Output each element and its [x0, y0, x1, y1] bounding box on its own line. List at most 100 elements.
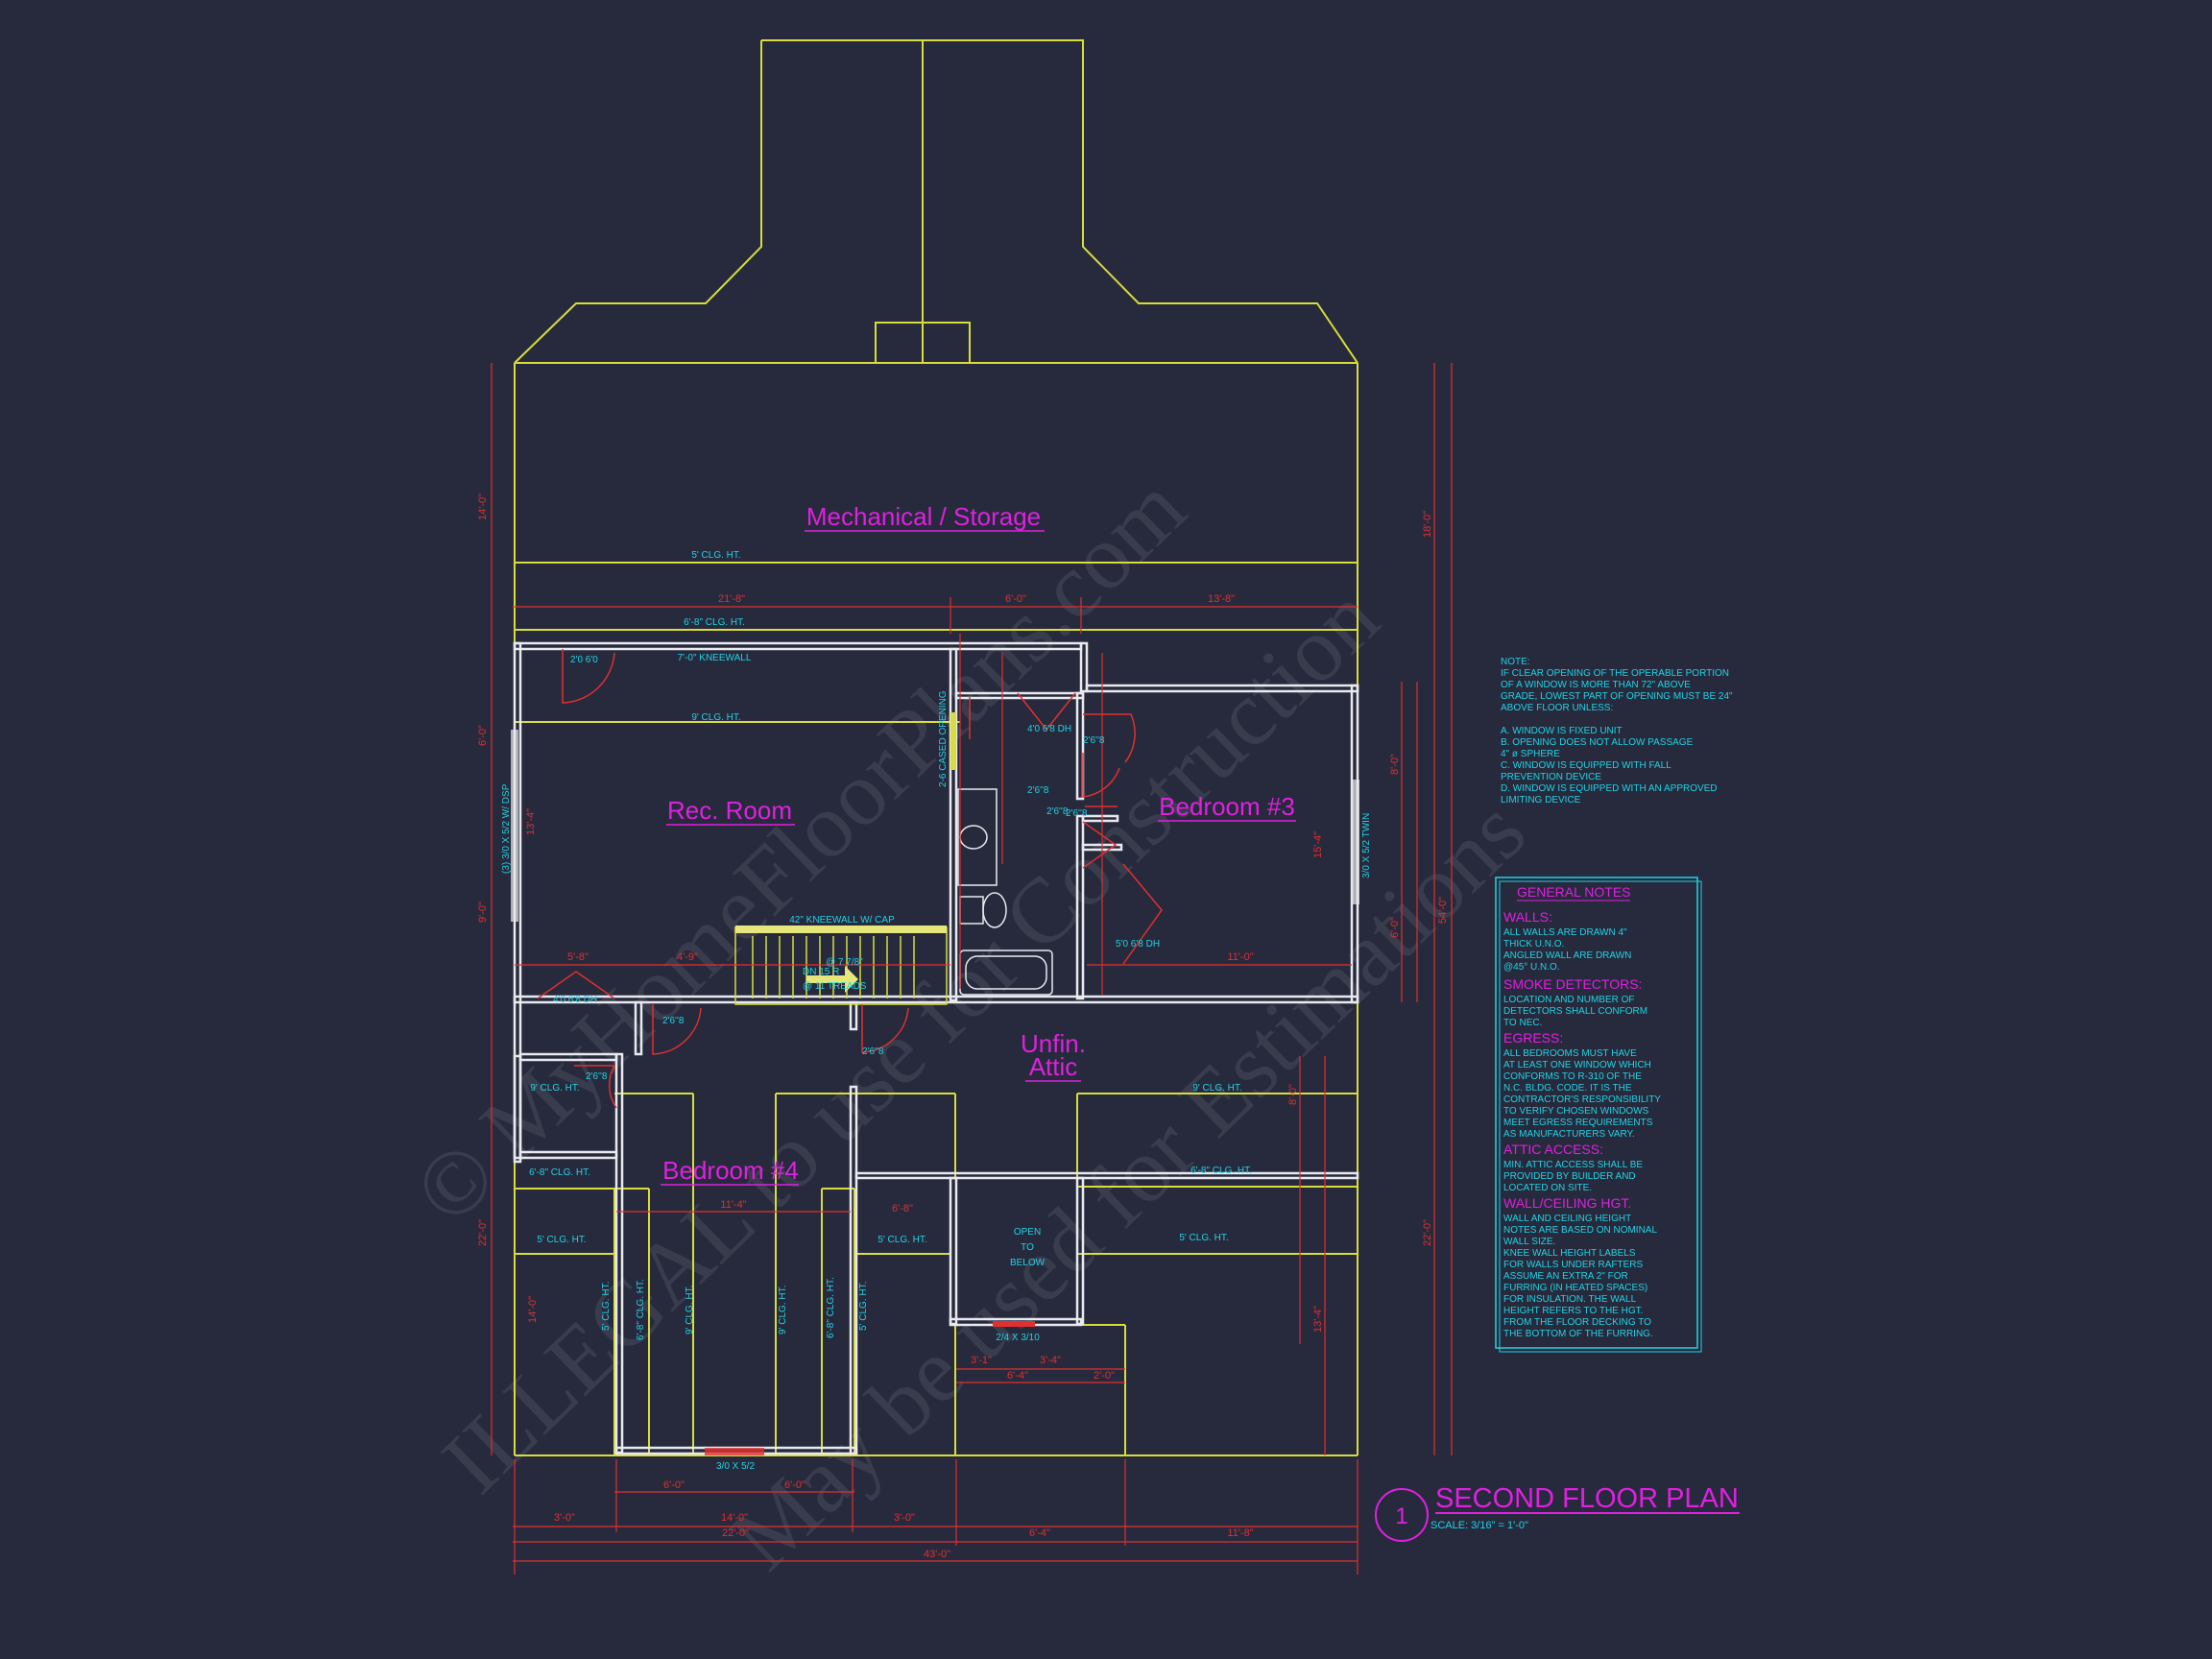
gn-line: WALL SIZE. [1503, 1237, 1555, 1247]
label-dh-46-b: 4'0 6'8 DH [1027, 724, 1071, 734]
gn-line: N.C. BLDG. CODE. IT IS THE [1503, 1083, 1632, 1094]
dim-bottom2-a: 22'-0" [722, 1527, 749, 1539]
label-door-20: 2'0 6'0 [570, 655, 598, 665]
note-title: NOTE: [1501, 657, 1530, 667]
room-rec-room: Rec. Room [667, 796, 792, 825]
note-line: OF A WINDOW IS MORE THAN 72" ABOVE [1501, 680, 1691, 690]
gn-line: THE BOTTOM OF THE FURRING. [1503, 1329, 1653, 1339]
dim-right-c: 54'-0" [1437, 897, 1449, 924]
room-labels: Mechanical / Storage Rec. Room Bedroom #… [661, 502, 1296, 1186]
gn-line: TO VERIFY CHOSEN WINDOWS [1503, 1106, 1649, 1117]
dim-bed4-w: 11'-4" [720, 1199, 746, 1211]
stair-arrow [806, 966, 858, 993]
window-open-below [993, 1321, 1035, 1327]
drawing-scale: SCALE: 3/16" = 1'-0" [1431, 1520, 1528, 1531]
label-door-26-b: 2'6''8 [1027, 785, 1049, 796]
doors [537, 649, 1163, 1109]
dim-bottom1-a: 3'-0" [554, 1512, 575, 1524]
note-line: D. WINDOW IS EQUIPPED WITH AN APPROVED [1501, 783, 1718, 794]
dim-open-c: 6'-4" [1007, 1370, 1028, 1382]
label-door-26-f: 2'6''8 [586, 1071, 608, 1082]
note-line: LIMITING DEVICE [1501, 795, 1581, 805]
dim-left-d: 22'-0" [477, 1219, 489, 1246]
label-v-68-clg-b: 6'-8" CLG. HT. [826, 1277, 836, 1338]
note-line: C. WINDOW IS EQUIPPED WITH FALL [1501, 760, 1671, 771]
room-mechanical-storage: Mechanical / Storage [806, 502, 1041, 531]
dim-left-e: 14'-0" [527, 1296, 539, 1323]
room-bedroom-4: Bedroom #4 [662, 1156, 799, 1185]
label-window-open-below: 2/4 X 3/10 [996, 1333, 1040, 1343]
label-door-26-e: 2'6''8 [862, 1046, 884, 1057]
label-door-26-g: 2'6''8 [1046, 806, 1069, 817]
gn-line: HEIGHT REFERS TO THE HGT. [1503, 1306, 1643, 1316]
gn-line: @45° U.N.O. [1503, 962, 1560, 973]
label-kneewall-42: 42" KNEEWALL W/ CAP [789, 915, 895, 926]
gn-line: DETECTORS SHALL CONFORM [1503, 1006, 1647, 1017]
vanity [957, 788, 998, 886]
room-unfinished-attic-line2: Attic [1029, 1052, 1078, 1081]
note-block: NOTE: IF CLEAR OPENING OF THE OPERABLE P… [1501, 657, 1733, 805]
dim-top-a: 21'-8" [718, 593, 745, 605]
gn-line: AT LEAST ONE WINDOW WHICH [1503, 1060, 1651, 1070]
note-line: ABOVE FLOOR UNLESS: [1501, 703, 1613, 713]
label-kneewall-7: 7'-0" KNEEWALL [678, 653, 752, 663]
kneewall-cap [735, 926, 947, 933]
plan-annotations: 5' CLG. HT. 6'-8" CLG. HT. 7'-0" KNEEWAL… [501, 550, 1372, 1472]
gn-line: WALL AND CEILING HEIGHT [1503, 1214, 1631, 1224]
gn-heading-smoke: SMOKE DETECTORS: [1503, 976, 1642, 992]
gn-line: LOCATION AND NUMBER OF [1503, 995, 1635, 1005]
note-line: PREVENTION DEVICE [1501, 772, 1601, 782]
dim-rec-b: 4'-9" [677, 951, 698, 963]
dim-right-f: 6'-0" [1389, 917, 1401, 938]
dim-right-e: 13'-4" [1312, 1306, 1324, 1333]
gn-line: MIN. ATTIC ACCESS SHALL BE [1503, 1160, 1643, 1170]
dim-open-d: 2'-0" [1094, 1370, 1115, 1382]
fixtures [511, 712, 1359, 1455]
label-stair-1: DN 15 R [803, 967, 839, 977]
label-cased-opening: 2-6 CASED OPENING [938, 690, 949, 787]
label-window-bottom: 3/0 X 5/2 [716, 1461, 755, 1472]
gn-line: CONFORMS TO R-310 OF THE [1503, 1071, 1642, 1082]
label-9-clg-left: 9' CLG. HT. [530, 1083, 579, 1094]
gn-line: ALL WALLS ARE DRAWN 4" [1503, 927, 1627, 938]
label-open-below-3: BELOW [1010, 1258, 1046, 1268]
dim-left-c: 9'-0" [477, 902, 489, 923]
gn-line: TO NEC. [1503, 1018, 1542, 1028]
dim-bottom3: 43'-0" [924, 1549, 950, 1560]
gn-line: FOR WALLS UNDER RAFTERS [1503, 1260, 1644, 1270]
window-left [511, 730, 518, 922]
cased-opening [950, 712, 956, 770]
label-stair-2: @ 7 7/8" [826, 957, 863, 968]
label-open-below-1: OPEN [1014, 1227, 1041, 1238]
title-block: 1 SECOND FLOOR PLAN SCALE: 3/16" = 1'-0" [1375, 1483, 1740, 1542]
dimension-texts: 21'-8" 6'-0" 13'-8" 5'-8" 4'-9" 11'-0" 6… [477, 493, 1449, 1560]
dim-right-b: 18'-0" [1422, 511, 1433, 538]
dim-bottom-b: 6'-0" [784, 1479, 805, 1491]
gn-line: FOR INSULATION. THE WALL [1503, 1294, 1637, 1305]
note-line: IF CLEAR OPENING OF THE OPERABLE PORTION [1501, 668, 1729, 679]
label-v-9-clg-a: 9' CLG. HT. [685, 1286, 695, 1334]
label-window-left: (3) 3/0 X 5/2 W/ DSP [501, 783, 512, 874]
gn-line: ASSUME AN EXTRA 2" FOR [1503, 1271, 1628, 1282]
dim-right-a: 8'-0" [1389, 754, 1401, 775]
label-5-clg-left: 5' CLG. HT. [537, 1235, 586, 1245]
dim-right-d: 22'-0" [1422, 1219, 1433, 1246]
label-v-9-clg-b: 9' CLG. HT. [778, 1286, 788, 1334]
dim-bottom1-c: 3'-0" [894, 1512, 915, 1524]
gn-line: PROVIDED BY BUILDER AND [1503, 1171, 1636, 1182]
gn-line: LOCATED ON SITE. [1503, 1183, 1592, 1193]
label-dh-46-a: 4'0 6'8 DH [553, 995, 597, 1005]
label-stair-3: @ 11 TREADS [803, 981, 867, 992]
gn-line: CONTRACTOR'S RESPONSIBILITY [1503, 1094, 1661, 1105]
label-5-clg-mid: 5' CLG. HT. [878, 1235, 926, 1245]
window-bottom [705, 1448, 764, 1455]
label-9-clg-attic: 9' CLG. HT. [1192, 1083, 1241, 1094]
dim-top-b: 6'-0" [1005, 593, 1026, 605]
label-68-clg-attic: 6'-8" CLG. HT. [1190, 1166, 1252, 1176]
dim-left-b: 6'-0" [477, 725, 489, 746]
label-5-clg-right: 5' CLG. HT. [1179, 1233, 1228, 1243]
dim-bed3-h2: 8'-0" [1287, 1084, 1299, 1105]
dimension-lines [491, 363, 1453, 1575]
gn-line: FROM THE FLOOR DECKING TO [1503, 1317, 1651, 1328]
